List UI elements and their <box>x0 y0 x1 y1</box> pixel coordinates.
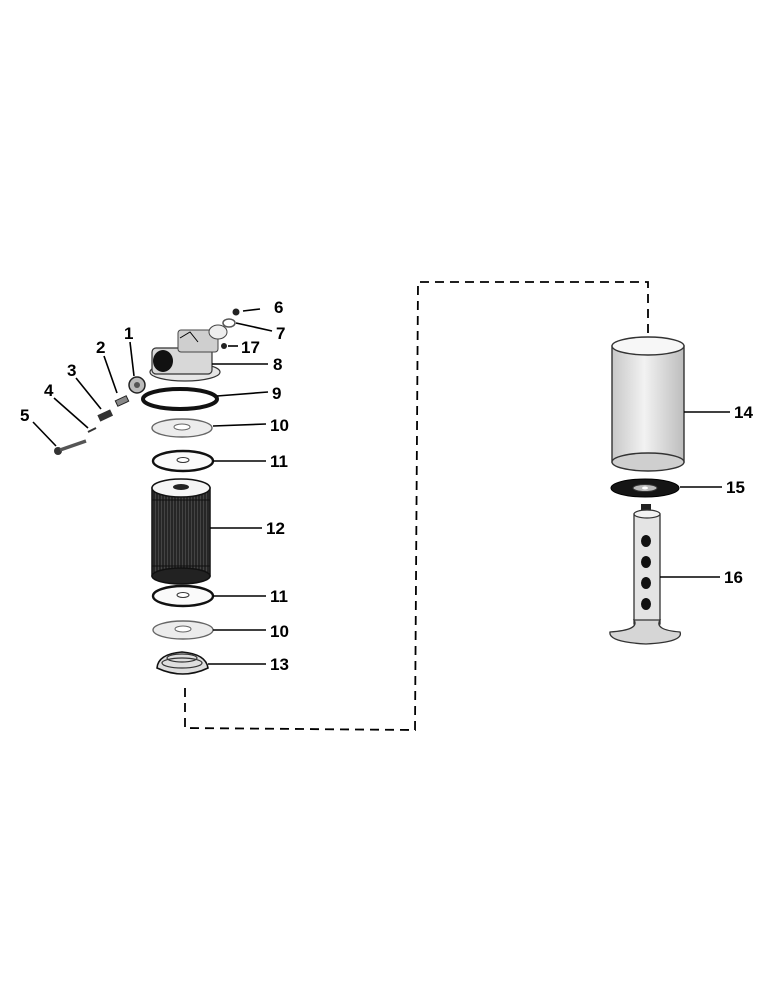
part-10-washer-lower <box>152 620 214 640</box>
callout-labels: 1 2 3 4 5 6 7 17 8 9 10 11 12 11 10 13 1… <box>20 298 753 674</box>
part-17-screw <box>221 343 227 349</box>
part-6-plug <box>232 308 240 316</box>
part-10-washer-upper <box>151 418 213 438</box>
callout-2: 2 <box>96 338 105 357</box>
callout-11-upper: 11 <box>270 452 288 471</box>
callout-8: 8 <box>273 355 282 374</box>
callout-9: 9 <box>272 384 281 403</box>
callout-5: 5 <box>20 406 29 425</box>
part-4-pin <box>87 427 97 433</box>
callout-17: 17 <box>241 338 260 357</box>
callout-15: 15 <box>726 478 745 497</box>
part-13-spring-seat <box>156 651 209 675</box>
callout-13: 13 <box>270 655 289 674</box>
callout-16: 16 <box>724 568 743 587</box>
leader-lines <box>32 308 730 665</box>
part-11-gasket-lower <box>151 584 215 608</box>
part-16-center-tube <box>609 504 681 645</box>
part-2-plunger <box>114 395 130 407</box>
callout-10-lower: 10 <box>270 622 289 641</box>
part-12-filter-element <box>151 478 211 585</box>
callout-10-upper: 10 <box>270 416 289 435</box>
callout-1: 1 <box>124 324 133 343</box>
part-8-filter-head <box>149 324 228 382</box>
part-3-spring <box>97 409 114 422</box>
callout-12: 12 <box>266 519 285 538</box>
callout-4: 4 <box>44 381 54 400</box>
callout-11-lower: 11 <box>270 587 288 606</box>
callout-7: 7 <box>276 324 285 343</box>
part-7-gasket <box>222 318 236 328</box>
callout-6: 6 <box>274 298 283 317</box>
part-15-seal-disc <box>610 478 680 498</box>
part-5-bolt <box>54 439 87 455</box>
callout-14: 14 <box>734 403 753 422</box>
part-11-gasket-upper <box>151 449 215 473</box>
part-1-plug-nut <box>128 376 146 394</box>
part-14-filter-can <box>611 336 685 472</box>
callout-3: 3 <box>67 361 76 380</box>
dashed-connector-line <box>184 281 649 731</box>
part-9-o-ring <box>141 387 219 411</box>
